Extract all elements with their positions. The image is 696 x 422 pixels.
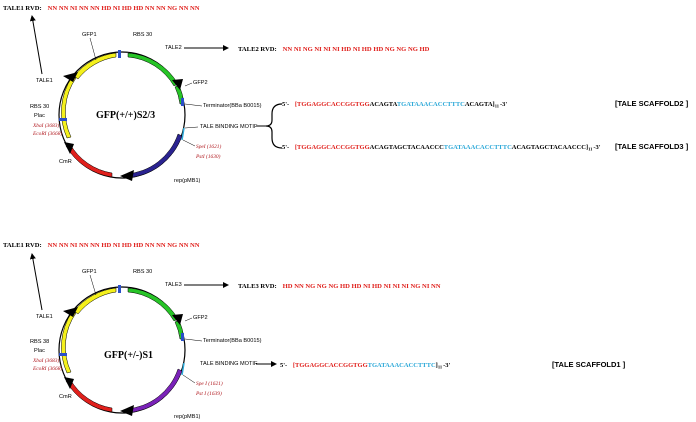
seq-row-scaffold1: 5'- [TGGAGGCACCGGTGGTGATAAACACCTTTC]11-3…	[280, 362, 450, 370]
tale1-rvd-sequence: NN NN NI NN NN HD NI HD HD NN NN NG NN N…	[48, 5, 200, 12]
scaffold2-label: [TALE SCAFFOLD2 ]	[615, 99, 689, 108]
cmr-gene-1	[65, 143, 113, 178]
label-gfp1-1: GFP1	[82, 32, 97, 38]
rbs-mark-2	[118, 285, 121, 293]
label-gfp1-2: GFP1	[82, 269, 97, 275]
motif-brace	[265, 103, 283, 149]
label-tale3: TALE3	[165, 282, 182, 288]
tale2-rvd-sequence: NN NI NG NI NI NI HD NI HD HD NG NG NG H…	[283, 46, 430, 53]
binding-motif-mark-2	[181, 362, 185, 376]
leader-terminator-1	[184, 103, 203, 107]
gfp1-arrowhead-2	[63, 307, 78, 317]
label-rep-2: rep(pMB1)	[174, 414, 201, 420]
cmr-arrowhead-1	[64, 142, 74, 154]
seq-cyan-part: TGATAAACACCTTTC	[444, 144, 512, 151]
label-terminator-2: Terminator(BBa B0015)	[203, 338, 262, 344]
plasmid-backbone-1	[58, 51, 186, 179]
label-binding-motif-2: TALE BINDING MOTIF	[200, 361, 258, 367]
label-tale1-2: TALE1	[36, 314, 53, 320]
tale1-rvd-line-2: TALE1 RVD: NN NN NI NN NN HD NI HD HD NN…	[3, 234, 200, 251]
panel-1: TALE1 RVD: NN NN NI NN NN HD NI HD HD NN…	[3, 0, 689, 184]
tale1-gene-1	[61, 76, 77, 139]
terminator-mark-1	[181, 98, 184, 106]
tale3-rvd-label: TALE3 RVD:	[238, 283, 277, 290]
tale2-rvd-line: TALE2 RVD: NN NI NG NI NI NI HD NI HD HD…	[238, 38, 430, 55]
tale2-rvd-label: TALE2 RVD:	[238, 46, 277, 53]
rep-arrowhead-1	[120, 170, 134, 181]
rep-gene-1	[125, 133, 183, 179]
seq-red-part: TGGAGGCACCGGTGG	[297, 101, 370, 108]
label-cmr-2: CmR	[59, 394, 72, 400]
plasmid-backbone-2	[58, 286, 186, 414]
label-cmr-1: CmR	[59, 159, 72, 165]
cmr-gene-2	[65, 378, 113, 413]
scaffold3-label: [TALE SCAFFOLD3 ]	[615, 142, 689, 151]
label-plac-1: Plac	[34, 113, 45, 119]
tale1-rvd-arrow-2	[29, 253, 43, 311]
seq-cyan-part: TGATAAACACCTTTC	[397, 101, 465, 108]
rep-gene-2	[125, 368, 183, 414]
label-rbs30-top-2: RBS 30	[133, 269, 152, 275]
label-plac-2: Plac	[34, 348, 45, 354]
label-rbs30-left-1: RBS 30	[30, 104, 49, 110]
tale1-rvd-sequence-2: NN NN NI NN NN HD NI HD HD NN NN NG NN N…	[48, 242, 200, 249]
label-psti-1: PstI (1630)	[195, 153, 221, 160]
leader-motif-1	[184, 126, 199, 129]
leader-spei-2	[182, 374, 196, 384]
tale1-rvd-label: TALE1 RVD:	[3, 5, 42, 12]
tale2-gene	[127, 52, 179, 87]
seq-row-scaffold2: 5'- [TGGAGGCACCGGTGGACAGTATGATAAACACCTTT…	[282, 101, 507, 109]
label-spei-2: Spe I (1621)	[196, 380, 223, 387]
leader-gfp2-1	[184, 82, 193, 87]
rbs-mark-1	[118, 50, 121, 58]
seq-red-part: TGGAGGCACCGGTGG	[295, 362, 368, 369]
label-gfp2-1: GFP2	[193, 80, 208, 86]
seq-row-scaffold3: 5'- [TGGAGGCACCGGTGGACAGTAGCTACAACCCTGAT…	[282, 144, 601, 152]
terminator-mark-2	[181, 333, 184, 341]
rbs-left-mark-1	[59, 118, 67, 121]
gfp1-arrowhead-1	[63, 72, 78, 82]
label-rep-1: rep(pMB1)	[174, 178, 201, 184]
label-xbai-2: XbaI (3683)	[32, 357, 59, 364]
label-psti-2: Pst I (1639)	[195, 390, 222, 397]
tale3-gene	[127, 287, 179, 322]
tale3-arrowhead	[172, 314, 183, 325]
label-gfp2-2: GFP2	[193, 315, 208, 321]
plasmid-name-2: GFP(+/-)S1	[104, 350, 153, 361]
label-ecori-2: EcoRI (3668)	[32, 365, 62, 372]
label-rbs30-left-2: RBS 38	[30, 339, 49, 345]
seq-cyan-part: TGATAAACACCTTTC	[368, 362, 436, 369]
tale3-rvd-line: TALE3 RVD: HD NN NG NG NG HD HD NI HD NI…	[238, 275, 441, 292]
tale1-gene-2	[61, 311, 77, 374]
gfp1-gene-2	[73, 287, 117, 315]
leader-gfp1-2	[89, 274, 97, 296]
scaffold1-label: [TALE SCAFFOLD1 ]	[552, 360, 626, 369]
label-ecori-1: EcoRI (3668)	[32, 130, 62, 137]
label-rbs30-top-1: RBS 30	[133, 32, 152, 38]
leader-gfp1-1	[89, 37, 97, 61]
label-terminator-1: Terminator(BBa B0015)	[203, 103, 262, 109]
label-spei-1: SpeI (1621)	[196, 143, 222, 150]
seq-red-part: TGGAGGCACCGGTGG	[297, 144, 370, 151]
label-xbai-1: XbaI (3683)	[32, 122, 59, 129]
cmr-arrowhead-2	[64, 377, 74, 389]
leader-terminator-2	[184, 338, 203, 342]
tale1-rvd-line: TALE1 RVD: NN NN NI NN NN HD NI HD HD NN…	[3, 0, 200, 14]
binding-motif-mark-1	[181, 127, 185, 141]
rep-arrowhead-2	[120, 405, 134, 416]
tale2-arrowhead	[172, 79, 183, 90]
tale1-rvd-arrow	[29, 15, 43, 75]
tale1-rvd-label-2: TALE1 RVD:	[3, 242, 42, 249]
label-binding-motif-1: TALE BINDING MOTIF	[200, 124, 258, 130]
tale3-rvd-sequence: HD NN NG NG NG HD HD NI HD NI NI NI NG N…	[283, 283, 441, 290]
leader-gfp2-2	[184, 317, 193, 322]
label-tale1-1: TALE1	[36, 78, 53, 84]
leader-spei-1	[182, 139, 196, 147]
label-tale2: TALE2	[165, 45, 182, 51]
gfp1-gene-1	[73, 52, 117, 80]
panel-2: TALE1 RVD: NN NN NI NN NN HD NI HD HD NN…	[3, 234, 626, 420]
rbs-left-mark-2	[59, 353, 67, 356]
plasmid-name-1: GFP(+/+)S2/3	[96, 110, 155, 121]
